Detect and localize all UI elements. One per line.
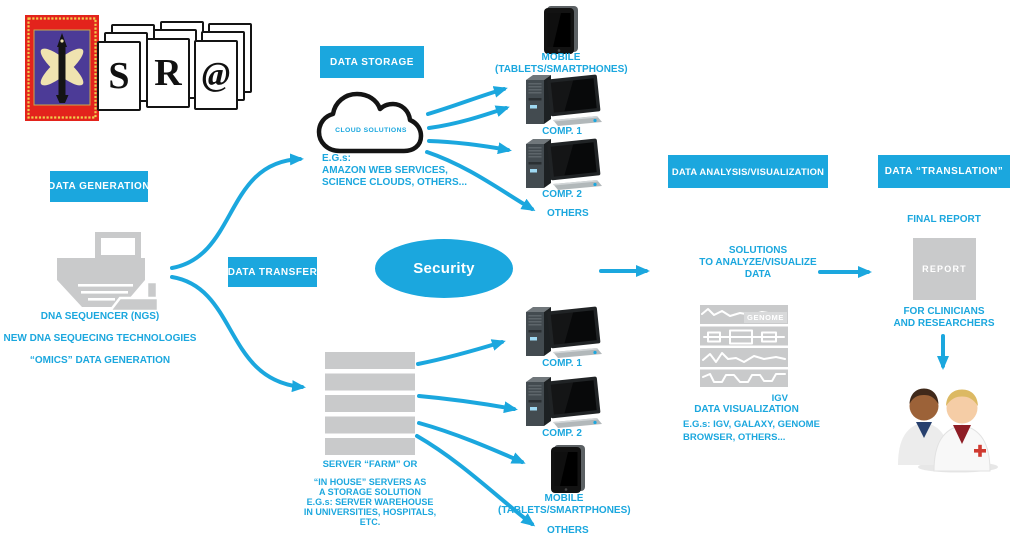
cloud-icon <box>316 91 424 154</box>
data-visualization-title: DATA VISUALIZATION <box>694 404 799 415</box>
report-icon: REPORT <box>913 238 976 300</box>
caption-line: IN UNIVERSITIES, HOSPITALS, <box>303 507 437 517</box>
caption-line: TO ANALYZE/VISUALIZE <box>699 257 817 268</box>
comp2-caption-top: COMP. 2 <box>542 189 582 200</box>
tablet-icon <box>543 5 579 55</box>
computer-icon <box>521 72 605 130</box>
card-front: R <box>146 38 190 108</box>
logo-letter: R <box>154 52 182 94</box>
visualization-examples: E.G.s: IGV, GALAXY, GENOME BROWSER, OTHE… <box>683 419 820 444</box>
caption-line: (TABLETS/SMARTPHONES) <box>495 64 628 75</box>
caption-line: BROWSER, OTHERS... <box>683 431 786 443</box>
card-stack-r: R <box>146 21 208 111</box>
storage-examples: E.G.s: AMAZON WEB SERVICES, SCIENCE CLOU… <box>322 153 467 189</box>
arrow-server-to-mobile <box>417 421 526 464</box>
caption-line: FOR CLINICIANS <box>903 306 985 317</box>
caption-line: A STORAGE SOLUTION <box>318 487 421 497</box>
others-caption-bottom: OTHERS <box>547 525 589 536</box>
data-generation-label: DATA GENERATION <box>48 171 150 202</box>
caption-line: E.G.s: <box>322 153 351 164</box>
arrow-cloud-to-others-top <box>425 150 536 212</box>
clinicians-icon <box>898 388 998 473</box>
caption-line: SCIENCE CLOUDS, OTHERS... <box>322 177 468 188</box>
caption-line: MOBILE <box>541 52 581 63</box>
arrow-cloud-to-mobile <box>426 86 508 116</box>
card-stack-at: @ <box>194 23 256 113</box>
final-report-caption: FINAL REPORT <box>907 214 981 225</box>
computer-icon <box>521 136 605 194</box>
audience-caption: FOR CLINICIANS AND RESEARCHERS <box>884 306 1004 330</box>
tablet-icon <box>550 444 586 494</box>
caption-line: “OMICS” DATA GENERATION <box>29 355 171 366</box>
security-label: Security <box>413 260 475 277</box>
caption-line: AND RESEARCHERS <box>893 318 995 329</box>
caption-line: DATA <box>744 269 772 280</box>
others-caption-top: OTHERS <box>547 208 589 219</box>
card-front: @ <box>194 40 238 110</box>
caption-line: DNA SEQUENCER (NGS) <box>40 311 160 322</box>
arrow-sequencer-to-server <box>170 275 306 393</box>
arrow-server-to-comp2 <box>417 394 518 414</box>
caption-line: SOLUTIONS <box>728 245 788 256</box>
card-stack-s: S <box>97 24 159 114</box>
data-transfer-label: DATA TRANSFER <box>228 257 317 287</box>
arrow-server-to-others-bottom <box>415 434 536 527</box>
arrow-cloud-to-comp1 <box>427 105 510 130</box>
data-analysis-label: DATA ANALYSIS/VISUALIZATION <box>668 155 828 188</box>
comp1-caption-top: COMP. 1 <box>542 126 582 137</box>
comp1-caption-bottom: COMP. 1 <box>542 358 582 369</box>
genome-track-label: GENOME <box>744 312 787 323</box>
arrow-sequencer-to-cloud <box>170 153 304 270</box>
data-translation-label: DATA “TRANSLATION” <box>878 155 1010 188</box>
caption-line: MOBILE <box>544 493 584 504</box>
caption-line: “IN HOUSE” SERVERS AS <box>313 477 427 487</box>
report-label: REPORT <box>922 264 967 274</box>
comp2-caption-bottom: COMP. 2 <box>542 428 582 439</box>
caption-line: AMAZON WEB SERVICES, <box>322 165 448 176</box>
cloud-solutions-label: CLOUD SOLUTIONS <box>335 127 407 134</box>
dna-sequencer-icon <box>57 232 160 313</box>
server-farm-icon <box>325 352 415 455</box>
server-examples: E.G.s: SERVER WAREHOUSE IN UNIVERSITIES,… <box>290 497 450 527</box>
computer-icon <box>521 304 605 362</box>
logo-letter: @ <box>201 56 231 93</box>
solutions-caption: SOLUTIONS TO ANALYZE/VISUALIZE DATA <box>688 245 828 281</box>
generation-caption: DNA SEQUENCER (NGS) NEW DNA SEQUECING TE… <box>0 306 200 372</box>
caption-line: E.G.s: IGV, GALAXY, GENOME <box>683 419 820 430</box>
security-ellipse: Security <box>375 239 513 298</box>
arrow-cloud-to-comp2 <box>427 139 512 155</box>
computer-icon <box>521 374 605 432</box>
caption-line: NEW DNA SEQUECING TECHNOLOGIES <box>3 333 197 344</box>
mobile-caption-bottom: MOBILE (TABLETS/SMARTPHONES) <box>498 493 631 517</box>
arrow-server-to-comp1 <box>416 339 506 366</box>
caption-line: ETC. <box>359 517 381 527</box>
server-title: SERVER “FARM” OR <box>322 459 418 470</box>
mobile-caption-top: MOBILE (TABLETS/SMARTPHONES) <box>495 52 628 76</box>
letter-cards-logo: S R @ <box>95 21 265 120</box>
server-caption: “IN HOUSE” SERVERS AS A STORAGE SOLUTION <box>290 477 450 497</box>
card-front: S <box>97 41 141 111</box>
isra-stamp-logo <box>25 15 99 121</box>
data-storage-label: DATA STORAGE <box>320 46 424 78</box>
caption-line: (TABLETS/SMARTPHONES) <box>498 505 631 516</box>
logo-letter: S <box>108 55 130 97</box>
igv-caption: IGV <box>771 393 788 404</box>
caption-line: E.G.s: SERVER WAREHOUSE <box>306 497 434 507</box>
